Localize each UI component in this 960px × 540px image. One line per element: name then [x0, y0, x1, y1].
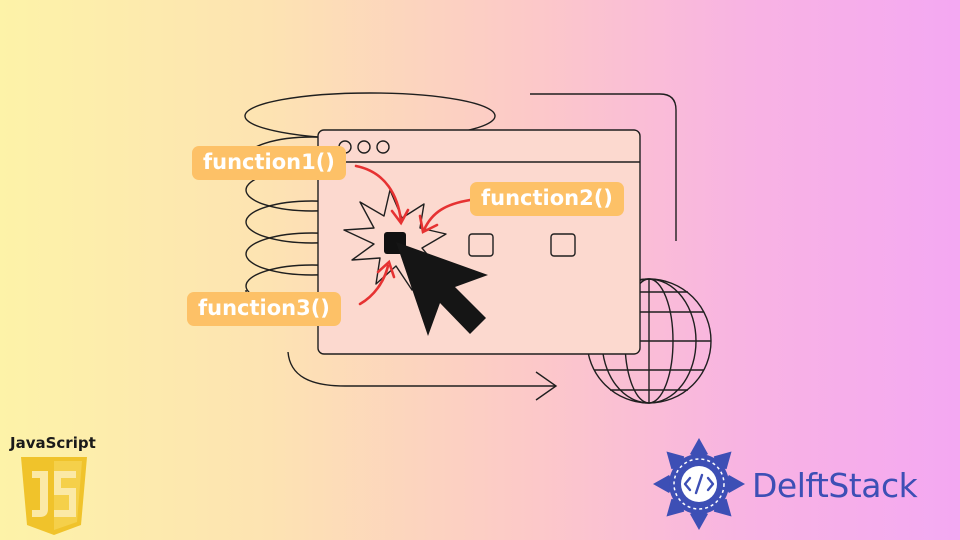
- js-shield-icon: [21, 457, 87, 535]
- delftstack-mandala-icon: [653, 438, 745, 530]
- function1-label: function1(): [192, 146, 346, 180]
- loop-arrow-icon: [287, 351, 558, 401]
- javascript-title: JavaScript: [10, 434, 96, 452]
- connector-line: [530, 93, 677, 241]
- cursor-arrow-icon: [396, 242, 488, 336]
- function3-label: function3(): [187, 292, 341, 326]
- brand-name: DelftStack: [752, 466, 918, 505]
- call-arrows: [354, 164, 472, 306]
- function2-label: function2(): [470, 182, 624, 216]
